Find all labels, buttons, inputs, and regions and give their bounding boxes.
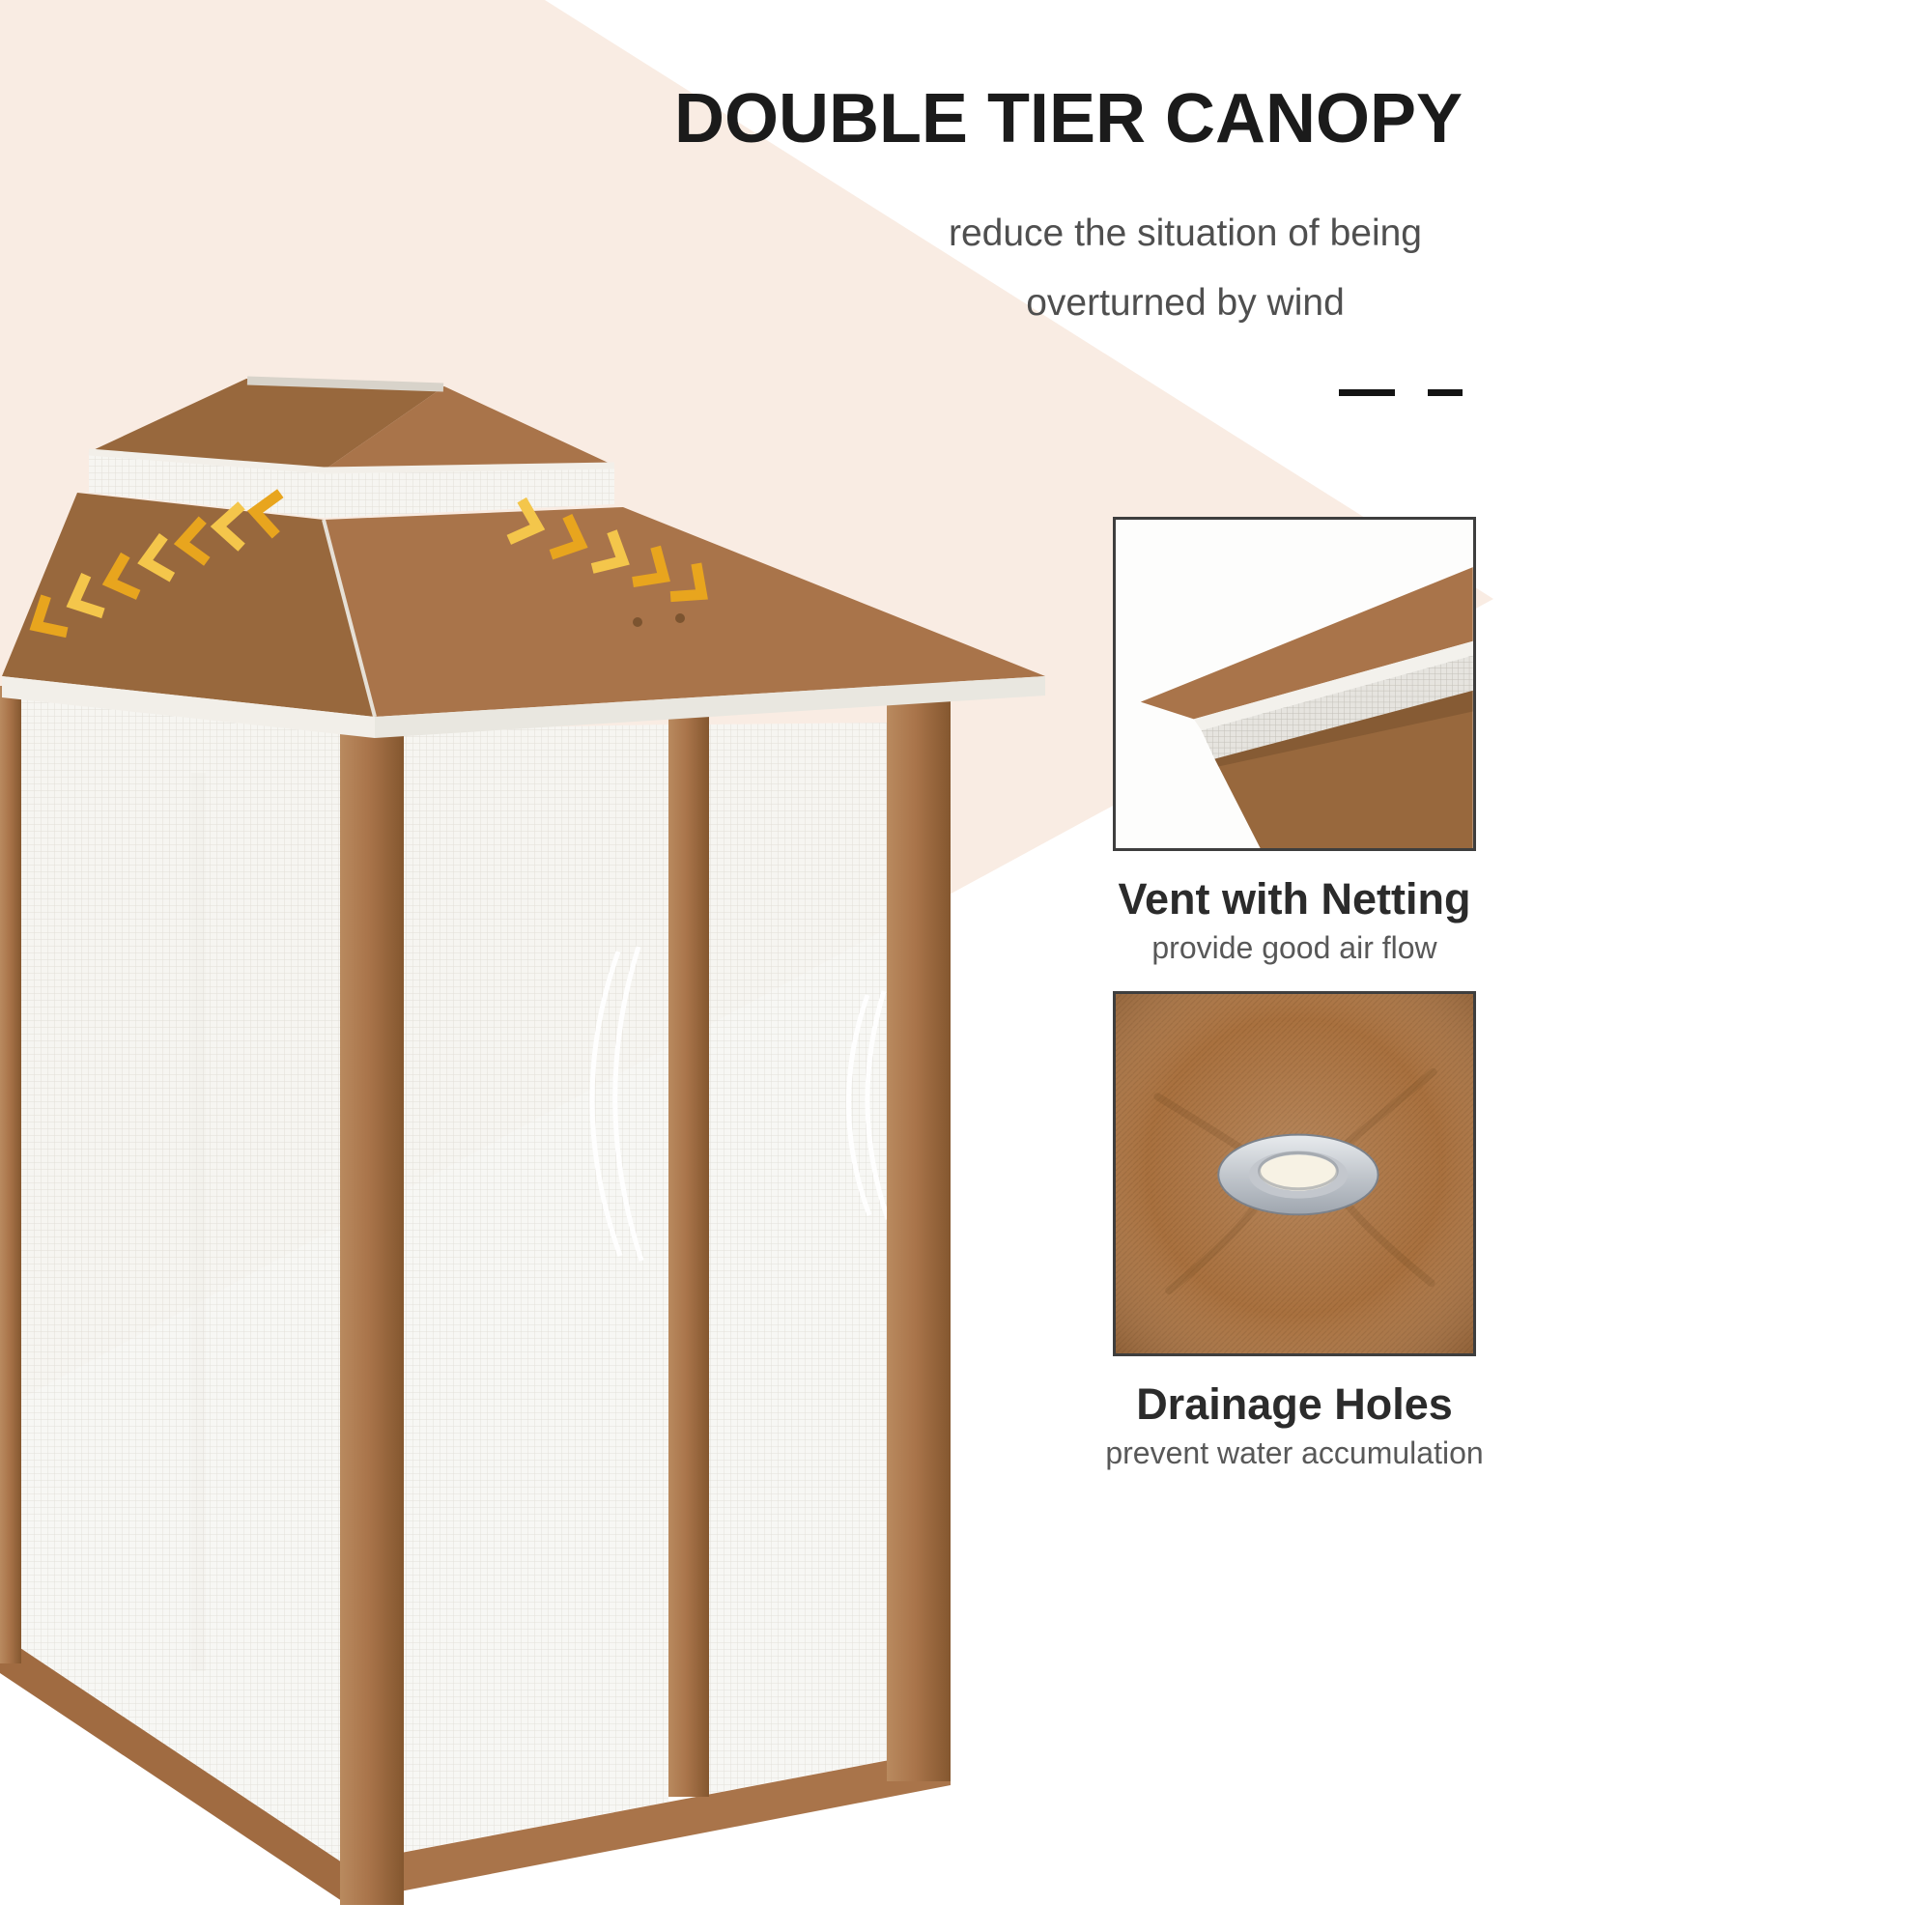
dash-decoration (1339, 389, 1463, 396)
drainage-closeup (1116, 994, 1473, 1353)
frame-posts (0, 682, 951, 1905)
subtitle-line-1: reduce the situation of being (948, 213, 1422, 254)
gazebo-illustration (0, 376, 1045, 1905)
dash-icon (1339, 389, 1395, 396)
feature-description-vent: provide good air flow (1151, 930, 1437, 965)
vent-netting-photo (1113, 517, 1476, 851)
grommet-icon (1217, 1133, 1379, 1216)
frame-bottom-bars (0, 1634, 951, 1905)
feature-title-drainage: Drainage Holes (1136, 1379, 1453, 1429)
feature-title-vent: Vent with Netting (1118, 874, 1471, 923)
main-roof (2, 493, 1045, 738)
feature-vent: Vent with Netting provide good air flow (1090, 517, 1499, 966)
mesh-walls (0, 691, 887, 1882)
vent-closeup (1116, 520, 1473, 848)
drainage-hole-photo (1113, 991, 1476, 1356)
page-title: DOUBLE TIER CANOPY (673, 80, 1463, 157)
feature-description-drainage: prevent water accumulation (1105, 1435, 1484, 1470)
feature-drainage: Drainage Holes prevent water accumulatio… (1090, 991, 1499, 1471)
top-tier-roof (88, 376, 615, 474)
zipper-lines (589, 946, 891, 1262)
dash-icon (1428, 389, 1463, 396)
subtitle-line-2: overturned by wind (1026, 282, 1345, 325)
subtitle: reduce the situation of being overturned… (906, 199, 1464, 338)
